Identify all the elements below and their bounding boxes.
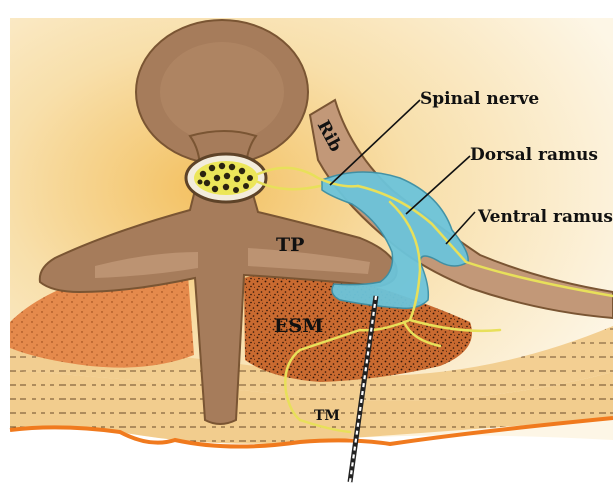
- label-esm: ESM: [274, 315, 323, 337]
- label-dorsal-ramus: Dorsal ramus: [470, 145, 598, 165]
- label-spinal-nerve: Spinal nerve: [420, 89, 539, 109]
- label-tp: TP: [276, 234, 304, 256]
- label-ventral-ramus: Ventral ramus: [477, 207, 613, 227]
- label-tm: TM: [314, 408, 340, 424]
- vertebral-body-core: [160, 42, 284, 142]
